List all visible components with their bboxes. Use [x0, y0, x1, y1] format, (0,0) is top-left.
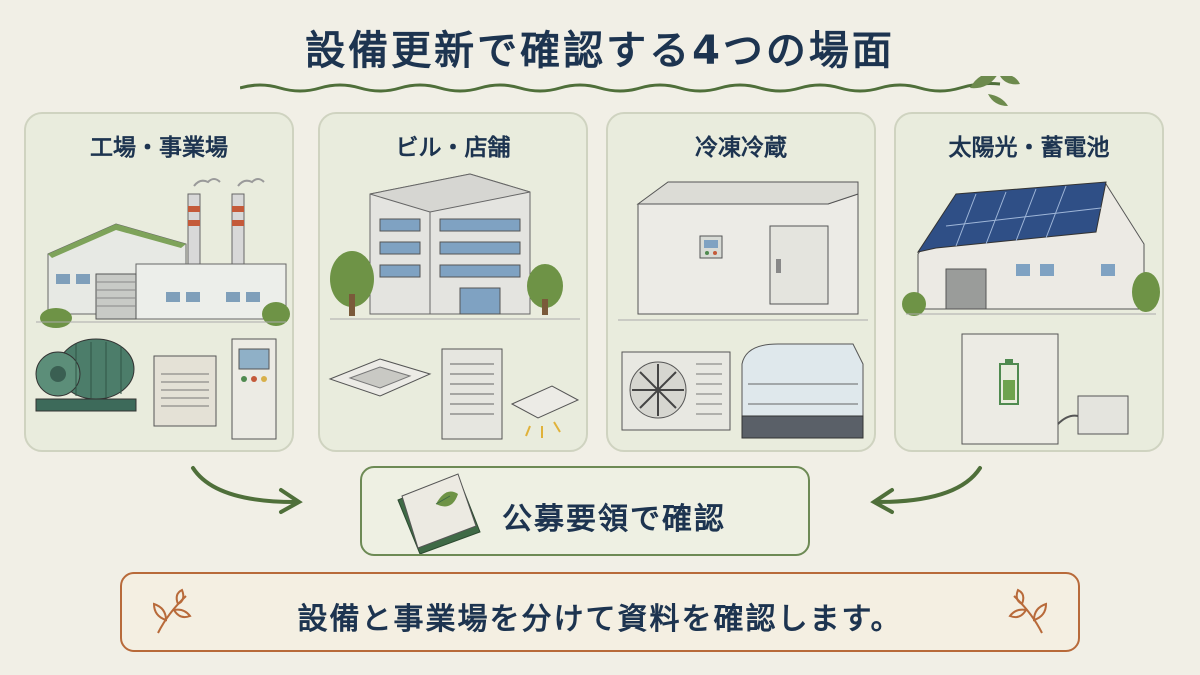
refrigeration-illustration-icon	[618, 181, 868, 439]
page-title: 設備更新で確認する4つの場面	[305, 28, 895, 74]
card-factory-title: 工場・事業場	[90, 135, 228, 161]
leaf-sprig-right-icon	[1008, 588, 1048, 634]
guidelines-box: 公募要領で確認	[360, 466, 810, 556]
card-building-title: ビル・店舗	[395, 135, 511, 161]
card-solar-battery-title: 太陽光・蓄電池	[948, 135, 1110, 161]
building-illustration-icon	[328, 173, 580, 440]
card-refrigeration-title: 冷凍冷蔵	[695, 135, 787, 161]
arrow-right-icon	[191, 466, 303, 514]
solar-battery-illustration-icon	[902, 181, 1160, 445]
book-leaf-icon	[397, 473, 481, 554]
arrow-left-icon	[870, 466, 982, 514]
guidelines-label: 公募要領で確認	[502, 502, 726, 537]
card-refrigeration: 冷凍冷蔵	[606, 112, 876, 452]
card-factory: 工場・事業場	[24, 112, 294, 452]
factory-illustration-icon	[35, 178, 290, 440]
title-underline-vine-icon	[240, 76, 1020, 106]
summary-label: 設備と事業場を分けて資料を確認します。	[297, 602, 903, 637]
summary-box: 設備と事業場を分けて資料を確認します。	[120, 572, 1080, 652]
leaf-sprig-left-icon	[152, 588, 192, 634]
card-solar-battery: 太陽光・蓄電池	[894, 112, 1164, 452]
card-building: ビル・店舗	[318, 112, 588, 452]
